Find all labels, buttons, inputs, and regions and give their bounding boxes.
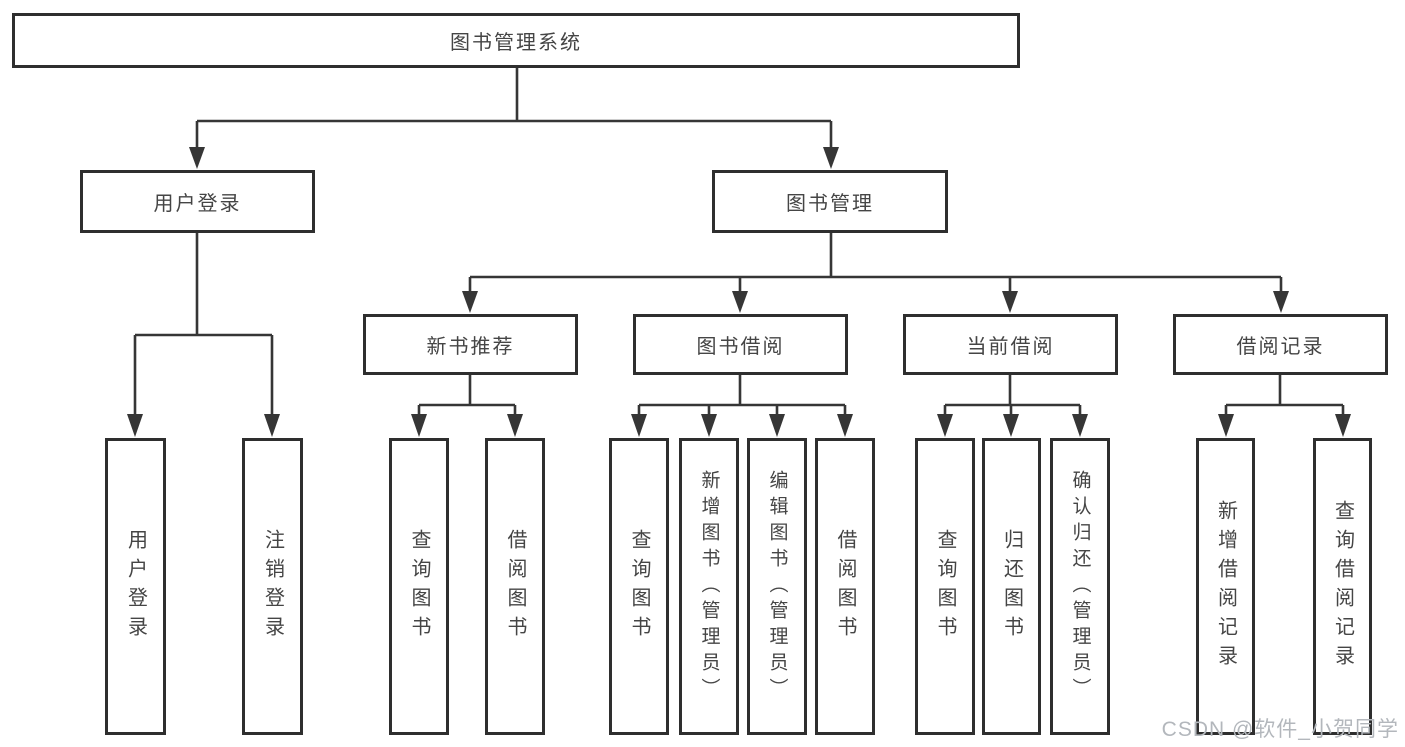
node-leaf-query-borrow-record: 查询借阅记录 (1313, 438, 1372, 735)
node-current-borrow: 当前借阅 (903, 314, 1118, 375)
node-leaf-borrow-books-2: 借阅图书 (815, 438, 875, 735)
node-leaf-return-book: 归还图书 (982, 438, 1041, 735)
node-leaf-add-borrow-record: 新增借阅记录 (1196, 438, 1255, 735)
node-book-management-branch: 图书管理 (712, 170, 948, 233)
node-user-login-branch: 用户登录 (80, 170, 315, 233)
node-leaf-borrow-books-1: 借阅图书 (485, 438, 545, 735)
node-leaf-add-book-admin: 新增图书（管理员） (679, 438, 739, 735)
node-leaf-edit-book-admin: 编辑图书（管理员） (747, 438, 807, 735)
node-book-borrow: 图书借阅 (633, 314, 848, 375)
node-system-root: 图书管理系统 (12, 13, 1020, 68)
node-leaf-confirm-return-admin: 确认归还（管理员） (1050, 438, 1110, 735)
node-new-book-recommend: 新书推荐 (363, 314, 578, 375)
node-leaf-query-books-2: 查询图书 (609, 438, 669, 735)
node-leaf-user-login: 用户登录 (105, 438, 166, 735)
node-borrow-records: 借阅记录 (1173, 314, 1388, 375)
node-leaf-query-books-3: 查询图书 (915, 438, 975, 735)
node-leaf-query-books-1: 查询图书 (389, 438, 449, 735)
node-leaf-logout: 注销登录 (242, 438, 303, 735)
